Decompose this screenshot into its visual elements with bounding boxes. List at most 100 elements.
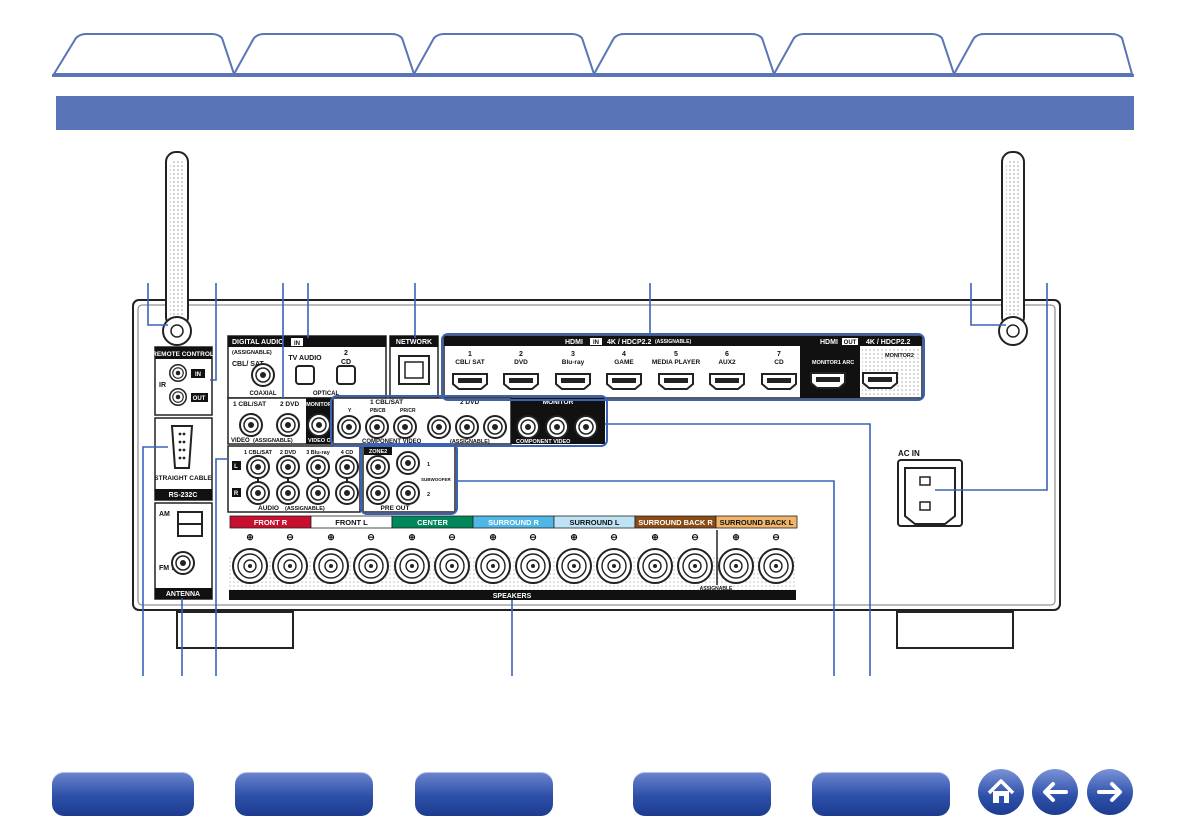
right-antenna [998,151,1028,346]
component-in-1-y-jack[interactable] [337,415,361,439]
hdmi-in-3-label: Blu-ray [562,359,585,366]
speaker-front-l-plus-terminal[interactable] [313,548,349,584]
section-tab-6[interactable] [952,33,1134,75]
forward-button[interactable] [1087,769,1133,815]
audio-in-4-left-jack[interactable] [335,455,359,479]
hdmi-in-6-label: AUX2 [718,359,736,366]
hdmi-in-1-number: 1 [468,351,472,358]
component-out-pr-jack[interactable] [574,415,598,439]
hdmi-in-7-port[interactable] [761,373,797,390]
svg-text:MONITOR: MONITOR [543,399,574,406]
audio-in-3-right-jack[interactable] [306,481,330,505]
callout-remote-control [210,283,217,381]
speaker-surround-r-label: SURROUND R [488,518,539,527]
back-button[interactable] [1032,769,1078,815]
component-in-section: 1 CBL/SAT 2 DVD Y PB/CB PR/CR COMPONENT … [332,397,512,445]
svg-text:(ASSIGNABLE): (ASSIGNABLE) [655,339,691,345]
audio-in-1-right-jack[interactable] [246,481,270,505]
component-in-1-pr-jack[interactable] [393,415,417,439]
hdmi-in-3-port[interactable] [555,373,591,390]
hdmi-out-monitor2-port[interactable] [862,372,898,389]
nav-button-3[interactable] [415,772,553,816]
hdmi-section: HDMI IN 4K / HDCP2.2 (ASSIGNABLE) 1CBL/ … [443,335,923,399]
pre-out-section: ZONE2 1 SUBWOOFER 2 PRE OUT [362,445,456,513]
component-in-2-pr-jack[interactable] [483,415,507,439]
fm-antenna-jack[interactable] [171,551,195,575]
speaker-front-r-plus-terminal[interactable] [232,548,268,584]
svg-text:R: R [234,491,239,497]
minus-terminal-mark: ⊖ [286,532,294,542]
svg-text:(ASSIGNABLE): (ASSIGNABLE) [450,439,490,445]
hdmi-in-4-port[interactable] [606,373,642,390]
video-in-1-jack[interactable] [239,413,263,437]
ac-inlet[interactable] [904,467,956,525]
audio-in-2-right-jack[interactable] [276,481,300,505]
speaker-center-minus-terminal[interactable] [434,548,470,584]
nav-button-4[interactable] [633,772,771,816]
minus-terminal-mark: ⊖ [448,532,456,542]
plus-terminal-mark: ⊕ [327,532,335,542]
nav-button-2[interactable] [235,772,373,816]
section-tab-3[interactable] [412,33,596,75]
svg-text:COAXIAL: COAXIAL [250,391,277,397]
component-out-y-jack[interactable] [516,415,540,439]
speaker-surround-back-l-label: SURROUND BACK L [720,518,794,527]
component-in-2-pb-jack[interactable] [455,415,479,439]
component-out-pb-jack[interactable] [545,415,569,439]
optical-cd-port[interactable] [336,365,356,385]
hdmi-in-2-port[interactable] [503,373,539,390]
audio-in-3-left-jack[interactable] [306,455,330,479]
component-in-2-y-jack[interactable] [427,415,451,439]
speakers-label: SPEAKERS [493,593,532,600]
speaker-surround-r-plus-terminal[interactable] [475,548,511,584]
speaker-surround-l-plus-terminal[interactable] [556,548,592,584]
section-tab-2[interactable] [232,33,416,75]
speaker-front-l-minus-terminal[interactable] [353,548,389,584]
subwoofer-1-jack[interactable] [396,451,420,475]
hdmi-in-1-port[interactable] [452,373,488,390]
ac-in-section: AC IN [897,449,963,527]
zone2-left-jack[interactable] [366,455,390,479]
section-tab-1[interactable] [52,33,236,75]
audio-in-2-left-jack[interactable] [276,455,300,479]
lan-port[interactable] [398,355,430,385]
coaxial-jack[interactable] [251,363,275,387]
component-in-1-pb-jack[interactable] [365,415,389,439]
speaker-surround-back-r-plus-terminal[interactable] [637,548,673,584]
home-button[interactable] [978,769,1024,815]
svg-text:L: L [234,464,238,470]
right-foot [896,611,1014,649]
nav-button-5[interactable] [812,772,950,816]
speaker-surround-l-minus-terminal[interactable] [596,548,632,584]
video-out-monitor-jack[interactable] [307,413,331,437]
svg-text:1 CBL/SAT: 1 CBL/SAT [370,399,403,406]
svg-text:IN: IN [195,372,201,378]
speakers-section: FRONT R⊕⊖FRONT L⊕⊖CENTER⊕⊖SURROUND R⊕⊖SU… [229,515,798,600]
zone2-right-jack[interactable] [366,481,390,505]
optical-tv-audio-port[interactable] [295,365,315,385]
svg-text:COMPONENT VIDEO: COMPONENT VIDEO [516,439,571,445]
ir-out-jack[interactable] [169,388,187,406]
video-in-2-jack[interactable] [276,413,300,437]
remote-control-section: REMOTE CONTROL IR IN OUT [152,346,214,416]
audio-in-1-left-jack[interactable] [246,455,270,479]
speaker-surround-back-l-plus-terminal[interactable] [718,548,754,584]
section-tab-4[interactable] [592,33,776,75]
speaker-front-r-minus-terminal[interactable] [272,548,308,584]
hdmi-out-monitor1-port[interactable] [810,372,846,389]
svg-text:4K / HDCP2.2: 4K / HDCP2.2 [607,339,651,346]
minus-terminal-mark: ⊖ [691,532,699,542]
hdmi-in-6-port[interactable] [709,373,745,390]
speaker-surround-back-l-minus-terminal[interactable] [758,548,794,584]
speaker-surround-back-r-minus-terminal[interactable] [677,548,713,584]
audio-in-4-right-jack[interactable] [335,481,359,505]
section-tab-5[interactable] [772,33,956,75]
subwoofer-2-jack[interactable] [396,481,420,505]
speaker-surround-r-minus-terminal[interactable] [515,548,551,584]
nav-button-1[interactable] [52,772,194,816]
speaker-center-plus-terminal[interactable] [394,548,430,584]
svg-text:PRE OUT: PRE OUT [381,505,410,512]
ir-in-jack[interactable] [169,364,187,382]
hdmi-in-5-port[interactable] [658,373,694,390]
rs232c-port[interactable] [170,425,194,469]
